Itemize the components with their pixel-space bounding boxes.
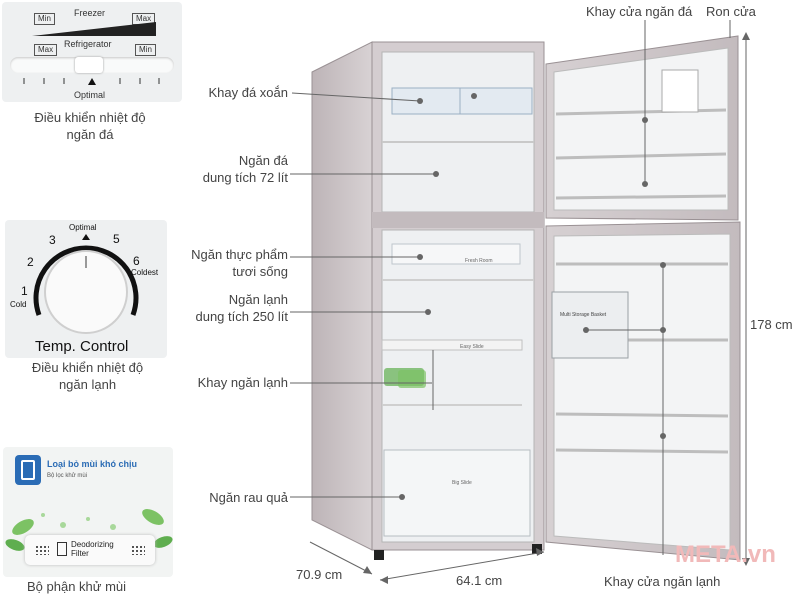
dim-height: 178 cm: [750, 317, 793, 332]
dial-number-1: 1: [21, 284, 28, 298]
easy-slide-text: Easy Slide: [460, 344, 484, 350]
refrigerator-label: Refrigerator: [64, 39, 112, 49]
label-door-seal: Ron cửa: [706, 4, 756, 19]
slider-track[interactable]: [10, 57, 174, 73]
dial-number-2: 2: [27, 255, 34, 269]
dim-width: 64.1 cm: [456, 573, 503, 588]
coldest-label: Coldest: [131, 268, 159, 277]
label-fridge-door-tray: Khay cửa ngăn lạnh: [604, 574, 721, 589]
freezer-label: Freezer: [74, 8, 106, 18]
dim-depth: 70.9 cm: [296, 567, 343, 582]
filter-icon: [15, 455, 41, 485]
freezer-wedge-graphic: [32, 22, 156, 36]
multi-storage-text: Multi Storage Basket: [560, 312, 607, 318]
min-top-tag: Min: [34, 8, 55, 26]
fresh-room-text: Fresh Room: [465, 258, 493, 264]
cold-label: Cold: [10, 300, 27, 309]
label-fridge-tray: Khay ngăn lạnh: [197, 375, 288, 390]
max-bottom-tag: Max: [34, 39, 58, 57]
label-veg-drawer: Ngăn rau quả: [209, 490, 288, 505]
fridge-control-caption: Điều khiển nhiệt độ ngăn lạnh: [31, 360, 144, 392]
deodorizing-filter-label: Deodorizing Filter: [71, 540, 114, 558]
min-bottom-tag: Min: [135, 39, 156, 57]
label-ice-tray: Khay đá xoắn: [208, 85, 288, 100]
freezer-control-caption: Điều khiển nhiệt độ ngăn đá: [34, 110, 146, 142]
dial-number-3: 3: [49, 233, 56, 247]
dial-number-5: 5: [113, 232, 120, 246]
temp-control-panel: Cold Coldest Optimal 1 2 3 5 6 Temp. Con…: [5, 220, 167, 358]
optimal-label: Optimal: [74, 90, 106, 100]
temp-control-title: Temp. Control: [35, 338, 129, 355]
label-freezer-door-tray: Khay cửa ngăn đá: [586, 4, 693, 19]
deodorizer-panel: Loại bỏ mùi khó chịu Bộ lọc khử mùi Deod…: [3, 447, 173, 577]
watermark: META.vn: [675, 541, 776, 568]
slider-thumb[interactable]: [75, 57, 103, 73]
label-fridge-volume: Ngăn lạnh dung tích 250 lít: [195, 292, 288, 324]
dial-number-6: 6: [133, 254, 140, 268]
slider-ticks: [23, 78, 160, 85]
leaf-decoration: [5, 509, 173, 551]
big-slide-text: Big Slide: [452, 480, 472, 486]
label-fresh-food: Ngăn thực phẩm tươi sống: [191, 247, 288, 279]
dial-graphic: [33, 234, 139, 334]
deodorizing-filter-unit: Deodorizing Filter: [25, 535, 155, 565]
refrigerator-illustration: [311, 35, 741, 561]
filter-headline: Loại bỏ mùi khó chịu: [47, 459, 137, 469]
filter-subline: Bộ lọc khử mùi: [47, 473, 88, 479]
deodorizer-caption: Bộ phận khử mùi: [27, 579, 127, 594]
freezer-control-panel: Min Freezer Max Max Refrigerator Min Opt…: [2, 2, 182, 102]
optimal-dial-label: Optimal: [69, 223, 97, 232]
label-freezer-volume: Ngăn đá dung tích 72 lít: [202, 153, 288, 185]
